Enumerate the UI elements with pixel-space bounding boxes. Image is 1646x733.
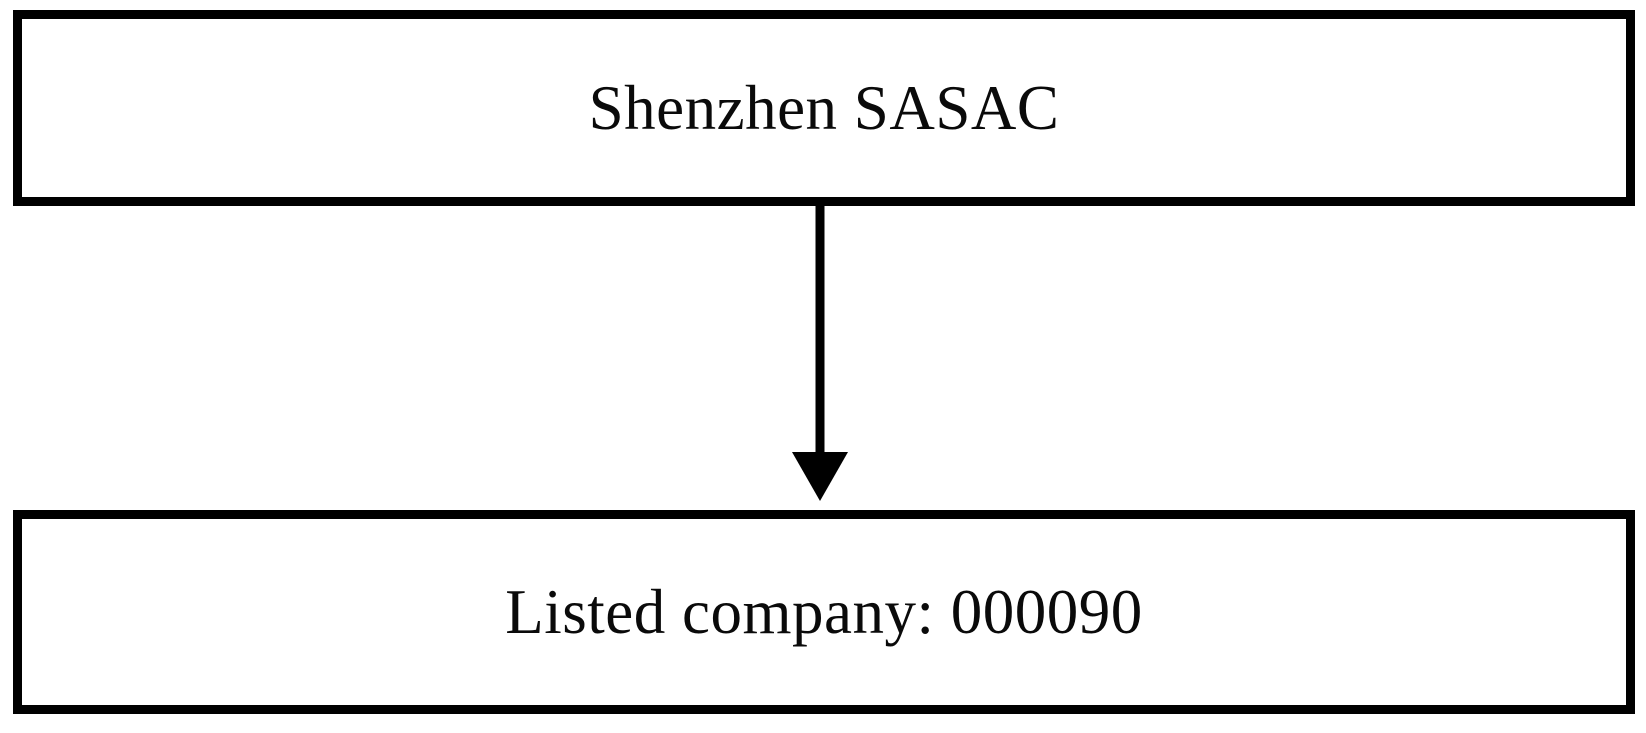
node-box-parent: Shenzhen SASAC bbox=[13, 10, 1635, 206]
node-box-child: Listed company: 000090 bbox=[13, 510, 1635, 714]
node-label-parent: Shenzhen SASAC bbox=[588, 72, 1060, 143]
arrowhead-down-icon bbox=[792, 452, 848, 501]
node-label-child: Listed company: 000090 bbox=[505, 576, 1143, 647]
